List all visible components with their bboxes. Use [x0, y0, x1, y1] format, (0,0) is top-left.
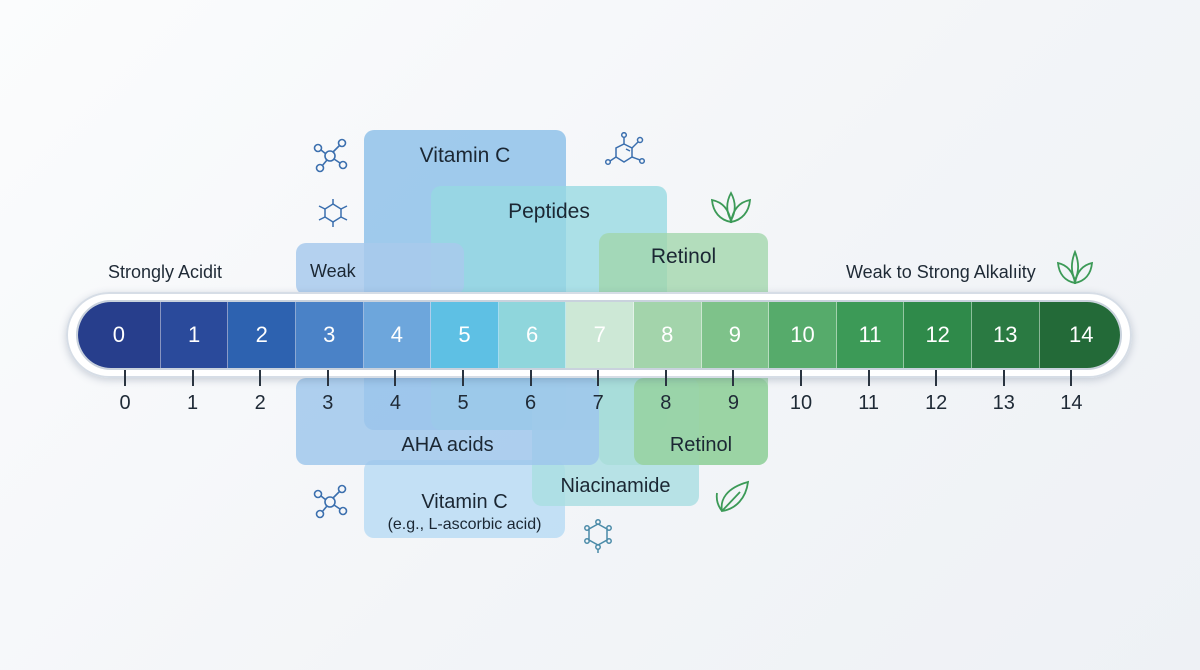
ph-segment-7: 7: [566, 302, 634, 368]
ph-tick-label: 9: [727, 392, 739, 414]
ph-tick-label: 2: [254, 392, 266, 414]
ph-tick-label: 4: [389, 392, 401, 414]
range-retinol-below: Retinol: [634, 378, 768, 465]
ph-segment-9: 9: [701, 302, 770, 368]
ph-tick: [259, 370, 262, 386]
ph-tick-label: 5: [457, 392, 469, 414]
ph-tick: [191, 370, 194, 386]
ph-segment-11: 11: [836, 302, 905, 368]
ph-tick-label: 14: [1060, 392, 1083, 414]
ph-segment-3: 3: [296, 302, 364, 368]
ph-tick: [800, 370, 802, 386]
ph-tick: [597, 370, 600, 386]
leaf-icon: [711, 191, 751, 224]
ph-segment-2: 2: [228, 302, 296, 368]
ph-tick: [664, 370, 667, 386]
ph-tick-label: 7: [592, 392, 604, 414]
range-label: Retinol: [669, 434, 733, 456]
ph-tick-label: 12: [925, 392, 948, 414]
ph-segment-8: 8: [634, 302, 702, 368]
range-label: Weak: [310, 261, 356, 281]
ph-segment-1: 1: [160, 302, 229, 368]
ph-tick: [124, 370, 126, 386]
range-label: AHA acids: [401, 434, 494, 456]
ph-tick: [394, 370, 397, 386]
ph-tick: [867, 370, 870, 386]
ph-segment-6: 6: [498, 302, 567, 368]
ph-tick: [1002, 370, 1005, 386]
range-label: Retinol: [650, 245, 717, 268]
hexagon-molecule-icon: [318, 199, 348, 227]
ph-segment-10: 10: [769, 302, 837, 368]
molecule-icon: [313, 484, 348, 519]
range-weak: Weak: [296, 243, 464, 295]
range-label: Vitamin C: [421, 490, 508, 513]
range-label: Vitamin C: [419, 144, 511, 167]
ph-segment-4: 4: [363, 302, 432, 368]
leaf-icon: [715, 480, 750, 513]
ph-tick: [462, 370, 464, 386]
ph-segment-13: 13: [972, 302, 1040, 368]
leaf-icon: [1056, 250, 1094, 285]
ph-segment-12: 12: [904, 302, 972, 368]
ph-tick: [529, 370, 532, 386]
label-strongly-acidic: Strongly Acidit: [108, 262, 223, 282]
range-sublabel: (e.g., L-ascorbic acid): [387, 515, 542, 533]
ph-tick: [935, 370, 938, 386]
ph-tick-label: 0: [119, 392, 131, 414]
ph-tick-label: 6: [525, 392, 537, 414]
range-vitamin-c-below: Vitamin C (e.g., L-ascorbic acid): [364, 460, 565, 538]
ph-tick: [326, 370, 329, 386]
benzene-icon: [604, 132, 646, 166]
ph-tick: [732, 370, 735, 386]
molecule-icon: [313, 138, 348, 173]
range-label: Niacinamide: [560, 475, 671, 497]
ph-tick-label: 1: [187, 392, 199, 414]
ph-tick-label: 8: [660, 392, 672, 414]
ph-tick-label: 11: [858, 392, 879, 414]
ph-tick: [1070, 370, 1073, 386]
ph-tick-label: 10: [789, 392, 813, 414]
ph-tick-label: 3: [322, 392, 334, 414]
range-aha-acids: AHA acids: [296, 378, 599, 465]
ph-tick-label: 13: [992, 392, 1015, 414]
label-alkalinity: Weak to Strong Alkalıity: [846, 262, 1036, 282]
ph-segment-5: 5: [431, 302, 499, 368]
ph-segment-0: 0: [78, 302, 161, 368]
ph-segment-14: 14: [1039, 302, 1120, 368]
ring-molecule-icon: [584, 519, 612, 553]
range-label: Peptides: [508, 200, 590, 223]
